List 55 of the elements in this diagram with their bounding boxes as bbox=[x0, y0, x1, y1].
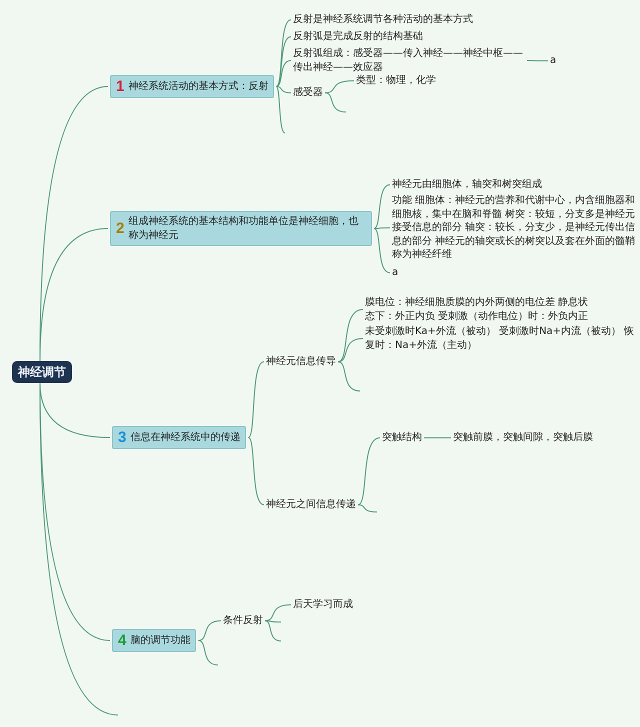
branch-line bbox=[374, 184, 390, 229]
branch-text: 反射弧是完成反射的结构基础 bbox=[293, 30, 423, 44]
branch-line bbox=[248, 437, 264, 506]
number-marker: 4 bbox=[118, 633, 126, 648]
branch-text: 功能 细胞体：神经元的营养和代谢中心，内含细胞器和细胞核，集中在脑和脊髓 树突：较短，分支多是神经元接受信息的部分 轴突：较长，分支少，是神经元传出信息的部分 神经元的轴突或长的树突以及套在外面的髓鞘称为神经纤维 bbox=[392, 194, 640, 262]
topic-text: 组成神经系统的基本结构和功能单位是神经细胞，也称为神经元 bbox=[128, 215, 360, 242]
branch-line bbox=[338, 338, 364, 362]
branch-text: 突触结构 bbox=[382, 431, 422, 444]
branch-text: 反射弧组成：感受器——传入神经——神经中枢——传出神经——效应器 bbox=[293, 47, 525, 74]
branch-text: 膜电位：神经细胞质膜的内外两侧的电位差 静息状态下：外正内负 受刺激（动作电位）时：外负内正 bbox=[365, 296, 597, 323]
topic-box bbox=[112, 426, 246, 449]
branch-text: 神经元之间信息传递 bbox=[266, 498, 356, 512]
number-marker: 1 bbox=[116, 79, 124, 94]
branch-line bbox=[264, 620, 282, 622]
branch-line bbox=[358, 437, 380, 506]
topic-box bbox=[110, 211, 372, 246]
branch-line bbox=[324, 92, 346, 112]
branch-text: 类型：物理，化学 bbox=[356, 74, 436, 88]
branch-text: 条件反射 bbox=[223, 614, 263, 628]
branch-line bbox=[276, 36, 292, 87]
branch-line bbox=[198, 620, 222, 641]
topic-box bbox=[110, 75, 274, 98]
branch-line bbox=[338, 361, 360, 392]
branch-line bbox=[324, 80, 354, 94]
branch-text: 神经元由细胞体，轴突和树突组成 bbox=[392, 178, 542, 192]
branch-text: 未受刺激时Ka+外流（被动） 受刺激时Na+内流（被动） 恢复时：Na+外流（主动） bbox=[365, 325, 635, 352]
branch-line bbox=[424, 437, 452, 438]
root-box: 神经调节 bbox=[12, 361, 72, 384]
branch-text: 反射是神经系统调节各种活动的基本方式 bbox=[293, 13, 473, 26]
number-marker: 2 bbox=[116, 221, 124, 236]
branch-line bbox=[276, 86, 292, 94]
branch-line bbox=[264, 604, 292, 622]
branch-text: 感受器 bbox=[293, 86, 323, 100]
topic-text: 神经系统活动的基本方式：反射 bbox=[128, 80, 268, 94]
topic-text: 信息在神经系统中的传递 bbox=[130, 430, 240, 444]
branch-line bbox=[264, 620, 282, 642]
branch-line bbox=[276, 60, 292, 87]
topic-box bbox=[112, 629, 196, 652]
branch-text: a bbox=[392, 266, 398, 280]
branch-line bbox=[198, 640, 218, 666]
branch-line bbox=[276, 19, 292, 87]
branch-text: 神经元信息传导 bbox=[266, 355, 336, 368]
number-marker: 3 bbox=[118, 430, 126, 445]
branch-line bbox=[374, 228, 390, 274]
branch-line bbox=[40, 228, 108, 362]
branch-text: a bbox=[550, 54, 556, 68]
branch-line bbox=[374, 227, 390, 229]
branch-line bbox=[276, 86, 286, 134]
topic-text: 脑的调节功能 bbox=[130, 634, 190, 648]
branch-text: 后天学习而成 bbox=[293, 598, 353, 612]
branch-line bbox=[338, 309, 364, 362]
branch-line bbox=[248, 361, 264, 438]
branch-line bbox=[358, 504, 378, 512]
branch-line bbox=[526, 60, 548, 62]
branch-text: 突触前膜，突触间隙，突触后膜 bbox=[453, 431, 593, 444]
